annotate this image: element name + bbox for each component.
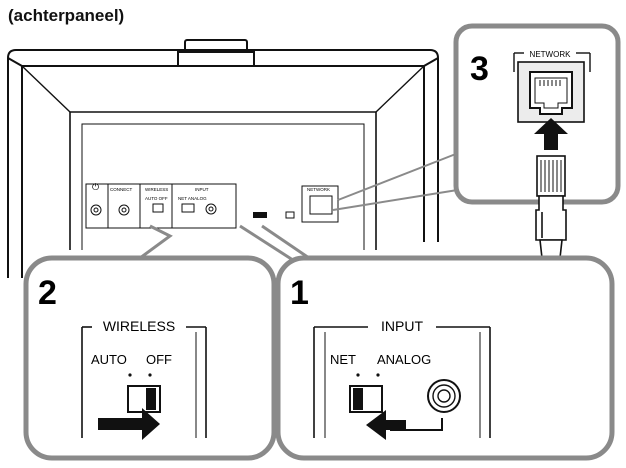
input-label: INPUT [381,318,423,334]
switch-direction-arrow-icon [98,408,160,440]
input-net-label: NET [330,352,356,367]
network-label: NETWORK [530,50,572,59]
panel-usb-port [285,211,295,219]
device-housing [7,39,439,278]
panel-input-label: INPUT [195,187,209,192]
panel-slot [253,212,267,218]
step-two-number: 2 [38,274,57,312]
callout-network: 3 NETWORK [332,23,621,285]
plug-in-arrow-icon [534,118,568,150]
wireless-label: WIRELESS [103,318,175,334]
ethernet-cable-plug [535,155,567,285]
panel-network-label: NETWORK [307,187,330,192]
analog-input-jack [427,379,461,413]
wireless-auto-label: AUTO [91,352,127,367]
panel-input-switch[interactable] [181,203,195,213]
step-three-number: 3 [470,50,489,88]
callout-wireless-box [23,255,277,461]
input-direction-arrow-icon [366,410,406,440]
connect-button[interactable] [118,204,130,216]
panel-connect-label: CONNECT [110,187,133,192]
callout-input: 1 INPUT NET ANALOG [239,224,615,461]
panel-wireless-label: WIRELESS [145,187,168,192]
panel-network-port [309,195,333,215]
step-one-number: 1 [290,274,309,312]
panel-net-analog-label: NET ANALOG [178,196,207,201]
power-icon: ⏻ [92,182,99,192]
ethernet-port[interactable] [529,71,573,115]
panel-auto-off-label: AUTO OFF [145,196,168,201]
switch-line [390,418,443,431]
wireless-off-label: OFF [146,352,172,367]
panel-analog-jack [205,203,217,215]
panel-network-area [301,185,339,223]
panel-wireless-switch[interactable] [152,203,164,213]
power-button[interactable] [90,204,102,216]
callout-wireless: 2 WIRELESS AUTO OFF [23,224,277,461]
wireless-switch[interactable] [127,385,161,413]
caption: (achterpaneel) [8,6,125,25]
input-switch[interactable] [349,385,383,413]
input-analog-label: ANALOG [377,352,431,367]
callout-input-box [275,255,615,461]
back-panel-controls: ⏻ CONNECT WIRELESS AUTO OFF INPUT NET AN… [85,182,339,229]
